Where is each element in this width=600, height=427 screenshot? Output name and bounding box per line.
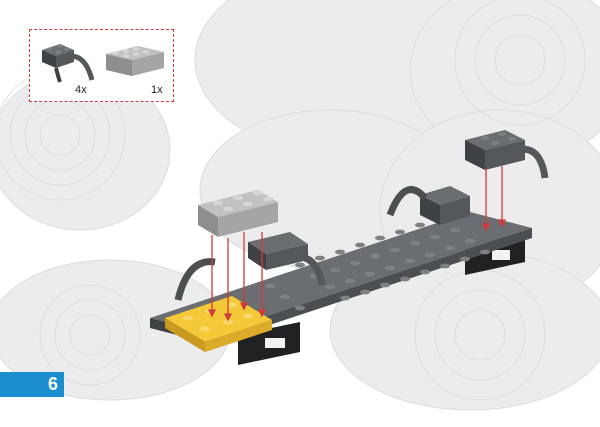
arch-left-front (174, 258, 216, 301)
brick-2x3-icon (106, 46, 164, 76)
placement-arrows (207, 166, 507, 322)
step-number: 6 (47, 374, 58, 394)
arch-quantity-label: 4x (75, 84, 87, 96)
parts-callout: 4x 1x (29, 29, 174, 102)
arch-middle (386, 186, 470, 225)
arch-piece-incoming (465, 130, 549, 179)
step-number-badge: 6 (0, 372, 64, 397)
gray-brick-incoming (198, 190, 278, 237)
brick-quantity-label: 1x (151, 84, 163, 96)
arch-brick-icon (42, 44, 95, 83)
